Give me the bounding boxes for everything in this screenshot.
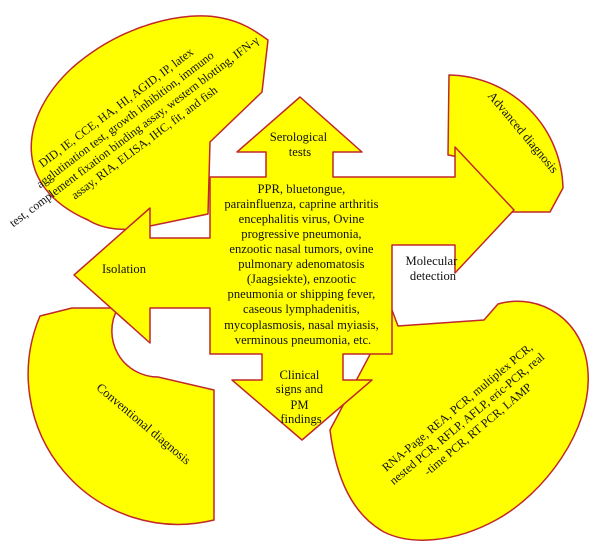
clinical-label-line: findings	[280, 412, 321, 426]
disease-list-line: encephalitis virus, Ovine	[239, 212, 365, 226]
disease-list-line: progressive pneumonia,	[241, 227, 361, 241]
clinical-label-line: PM	[290, 398, 308, 412]
disease-list-line: pulmonary adenomatosis	[238, 257, 364, 271]
serological-label-line: tests	[289, 145, 311, 159]
disease-list-line: enzootic nasal tumors, ovine	[229, 242, 374, 256]
molecular-detection-label: Molecular detection	[406, 254, 461, 283]
disease-list-line: parainfluenza, caprine arthritis	[224, 197, 378, 211]
disease-list-line: mycoplasmosis, nasal myiasis,	[224, 318, 379, 332]
central-cross-arrows	[73, 96, 515, 441]
clinical-signs-label: Clinical signs and PM findings	[276, 368, 326, 426]
conventional-diagnosis-arc	[27, 307, 215, 526]
serological-tests-label: Serological tests	[270, 130, 331, 159]
disease-list-line: PPR, bluetongue,	[258, 182, 346, 196]
disease-list-line: pneumonia or shipping fever,	[228, 287, 376, 301]
disease-list-line: caseous lymphadenitis,	[243, 302, 360, 316]
disease-list: PPR, bluetongue, parainfluenza, caprine …	[224, 182, 382, 347]
serological-label-line: Serological	[270, 130, 328, 144]
molecular-label-line: detection	[410, 269, 457, 283]
clinical-label-line: Clinical	[279, 368, 319, 382]
clinical-label-line: signs and	[276, 382, 324, 396]
isolation-label: Isolation	[102, 262, 147, 276]
disease-list-line: verminous pneumonia, etc.	[235, 333, 371, 347]
disease-list-line: (Jaagsiekte), enzootic	[247, 272, 357, 286]
molecular-balloon	[329, 300, 589, 541]
molecular-label-line: Molecular	[406, 254, 459, 268]
